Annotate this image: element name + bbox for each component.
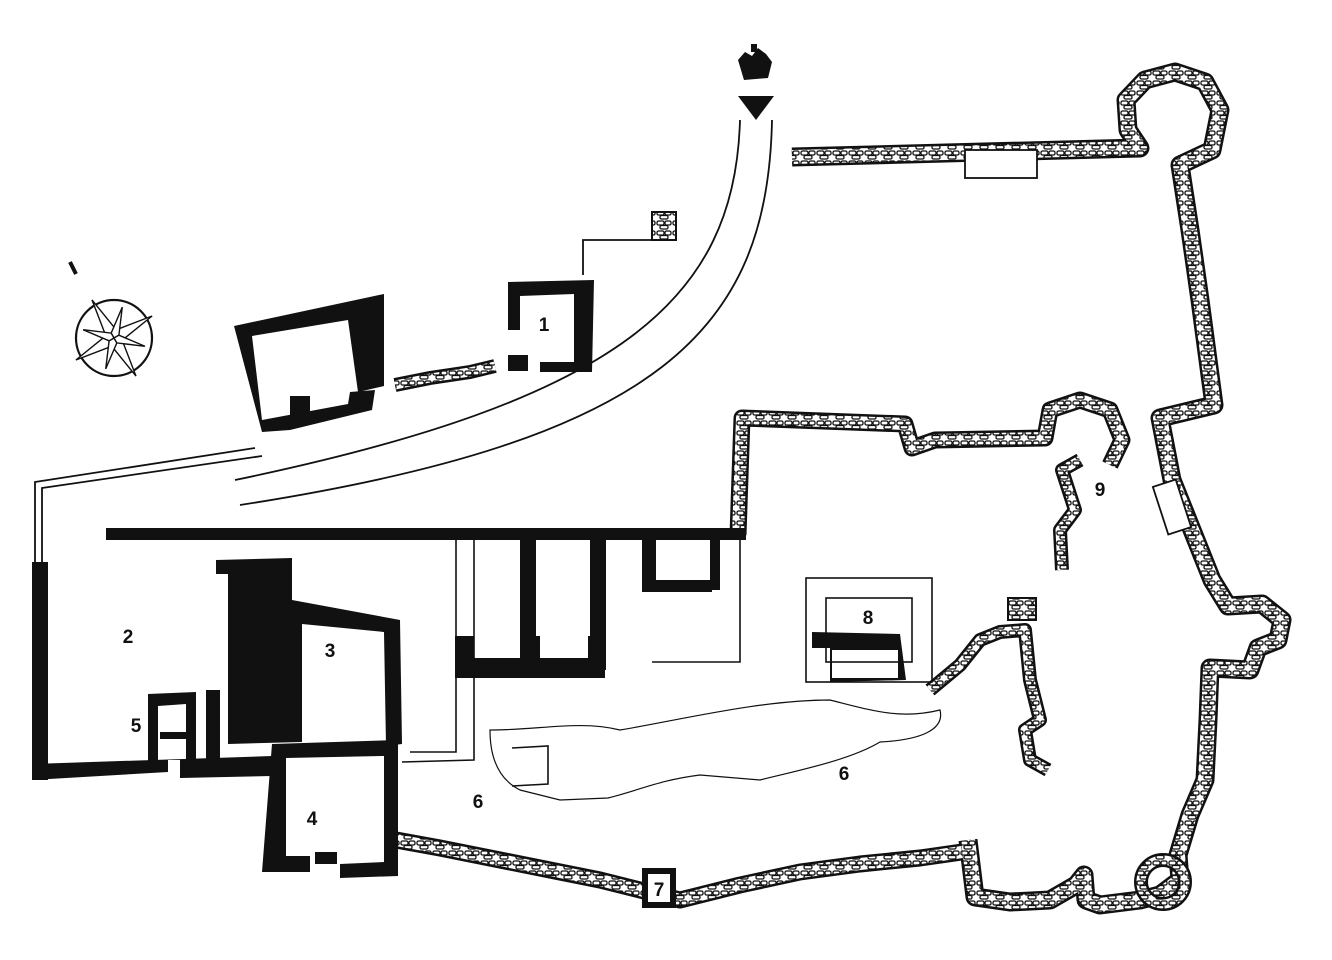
plan-labels: 1 2 3 4 5 6 6 7 8 9	[123, 315, 1106, 901]
thin-outlines	[401, 540, 942, 801]
compass-rose-icon	[68, 261, 154, 378]
label-8: 8	[863, 608, 874, 629]
solid-walls	[32, 280, 906, 878]
label-5: 5	[131, 716, 142, 737]
outline-features	[582, 149, 1193, 536]
label-3: 3	[325, 641, 336, 662]
label-9: 9	[1095, 480, 1106, 501]
entrance-arrow-icon	[738, 44, 774, 120]
entrance-road	[34, 119, 773, 562]
gate-7	[642, 868, 676, 908]
label-2: 2	[123, 627, 134, 648]
label-4: 4	[307, 809, 318, 830]
room-5	[148, 692, 196, 770]
label-6-west: 6	[473, 792, 484, 813]
label-7: 7	[654, 880, 665, 901]
south-curtain-wall	[394, 831, 964, 909]
north-west-building	[234, 294, 384, 432]
hall-block	[216, 558, 402, 746]
label-1: 1	[539, 315, 550, 336]
stone-walls	[393, 62, 1292, 915]
label-6-east: 6	[839, 764, 850, 785]
room-4	[262, 740, 398, 878]
